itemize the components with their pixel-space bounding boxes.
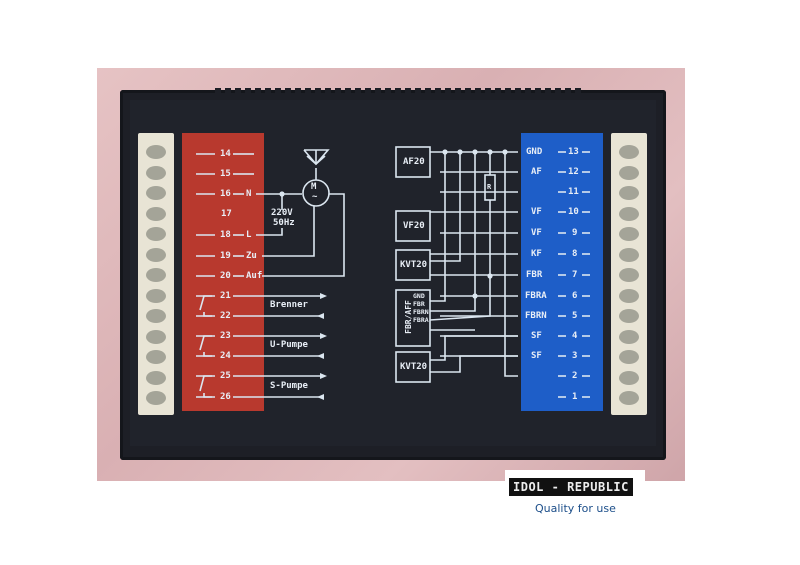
terminal-screw — [146, 370, 166, 385]
terminal-number: 22 — [220, 311, 231, 321]
terminal-number: 23 — [220, 331, 231, 341]
terminal-number: 14 — [220, 149, 231, 159]
watermark-tagline: Quality for use — [535, 502, 616, 515]
terminal-number: 16 — [220, 189, 231, 199]
terminal-screw — [146, 247, 166, 262]
terminal-function: AF — [531, 167, 542, 177]
terminal-screw — [146, 227, 166, 241]
terminal-function: VF — [531, 207, 542, 217]
terminal-screw — [619, 165, 639, 180]
terminal-screw — [146, 309, 166, 323]
terminal-function: KF — [531, 249, 542, 259]
supply-frequency: 50Hz — [273, 218, 295, 228]
ac-symbol: ~ — [312, 192, 318, 202]
right-terminal-block — [611, 133, 647, 415]
fbr-pin-label: FBRA — [413, 316, 429, 324]
left-terminal-label-panel — [182, 133, 264, 411]
terminal-function: Auf — [246, 271, 263, 281]
terminal-number: 13 — [568, 147, 579, 157]
terminal-function: FBRA — [525, 291, 547, 301]
terminal-number: 7 — [572, 270, 578, 280]
terminal-function: SF — [531, 331, 542, 341]
sensor-box-vf20: VF20 — [403, 221, 425, 231]
watermark-brand: IDOL - REPUBLIC — [509, 478, 633, 496]
terminal-number: 2 — [572, 371, 578, 381]
terminal-number: 10 — [568, 207, 579, 217]
terminal-number: 25 — [220, 371, 231, 381]
terminal-screw — [146, 145, 166, 159]
terminal-screw — [146, 268, 166, 282]
terminal-screw — [619, 227, 639, 241]
terminal-screw — [146, 350, 166, 364]
sensor-box-af20: AF20 — [403, 157, 425, 167]
terminal-screw — [619, 186, 639, 200]
terminal-screw — [619, 268, 639, 282]
terminal-screw — [146, 165, 166, 180]
terminal-screw — [619, 391, 639, 405]
terminal-screw — [146, 288, 166, 303]
terminal-screw — [619, 206, 639, 221]
terminal-screw — [619, 370, 639, 385]
terminal-screw — [146, 329, 166, 344]
sensor-box-kvt20-2: KVT20 — [400, 362, 428, 372]
terminal-number: 24 — [220, 351, 231, 361]
fbr-pin-label: GND — [413, 292, 425, 300]
terminal-screw — [619, 309, 639, 323]
fbr-pin-label: FBRN — [413, 308, 429, 316]
terminal-screw — [146, 206, 166, 221]
terminal-number: 6 — [572, 291, 578, 301]
terminal-number: 5 — [572, 311, 578, 321]
output-label: Brenner — [270, 300, 308, 310]
fbr-pin-label: FBR — [413, 300, 425, 308]
output-label: U-Pumpe — [270, 340, 308, 350]
terminal-number: 9 — [572, 228, 578, 238]
terminal-number: 8 — [572, 249, 578, 259]
terminal-number: 20 — [220, 271, 231, 281]
terminal-function: L — [246, 230, 252, 240]
terminal-function: FBR — [526, 270, 543, 280]
terminal-function: FBRN — [525, 311, 547, 321]
terminal-screw — [146, 186, 166, 200]
terminal-number: 17 — [221, 209, 232, 219]
terminal-screw — [619, 247, 639, 262]
terminal-number: 19 — [220, 251, 231, 261]
sensor-box-kvt20: KVT20 — [400, 260, 428, 270]
resistor-symbol: R — [487, 183, 492, 191]
terminal-screw — [619, 145, 639, 159]
vent-teeth — [215, 88, 585, 98]
terminal-number: 15 — [220, 169, 231, 179]
terminal-screw — [146, 391, 166, 405]
watermark: IDOL - REPUBLIC Quality for use — [505, 470, 645, 522]
terminal-number: 18 — [220, 230, 231, 240]
terminal-function: N — [246, 189, 252, 199]
output-label: S-Pumpe — [270, 380, 308, 391]
terminal-number: 21 — [220, 291, 231, 301]
terminal-number: 26 — [220, 392, 231, 402]
terminal-function: Zu — [246, 251, 257, 261]
right-terminal-label-panel — [521, 133, 603, 411]
terminal-screw — [619, 329, 639, 344]
terminal-function: SF — [531, 351, 542, 361]
left-terminal-block — [138, 133, 174, 415]
terminal-function: GND — [526, 147, 543, 157]
terminal-number: 11 — [568, 187, 579, 197]
terminal-number: 3 — [572, 351, 578, 361]
supply-voltage: 220V — [271, 208, 293, 218]
terminal-screw — [619, 288, 639, 303]
terminal-number: 12 — [568, 167, 579, 177]
terminal-number: 1 — [572, 392, 578, 402]
terminal-number: 4 — [572, 331, 578, 341]
motor-symbol: M — [311, 182, 317, 192]
terminal-function: VF — [531, 228, 542, 238]
terminal-screw — [619, 350, 639, 364]
